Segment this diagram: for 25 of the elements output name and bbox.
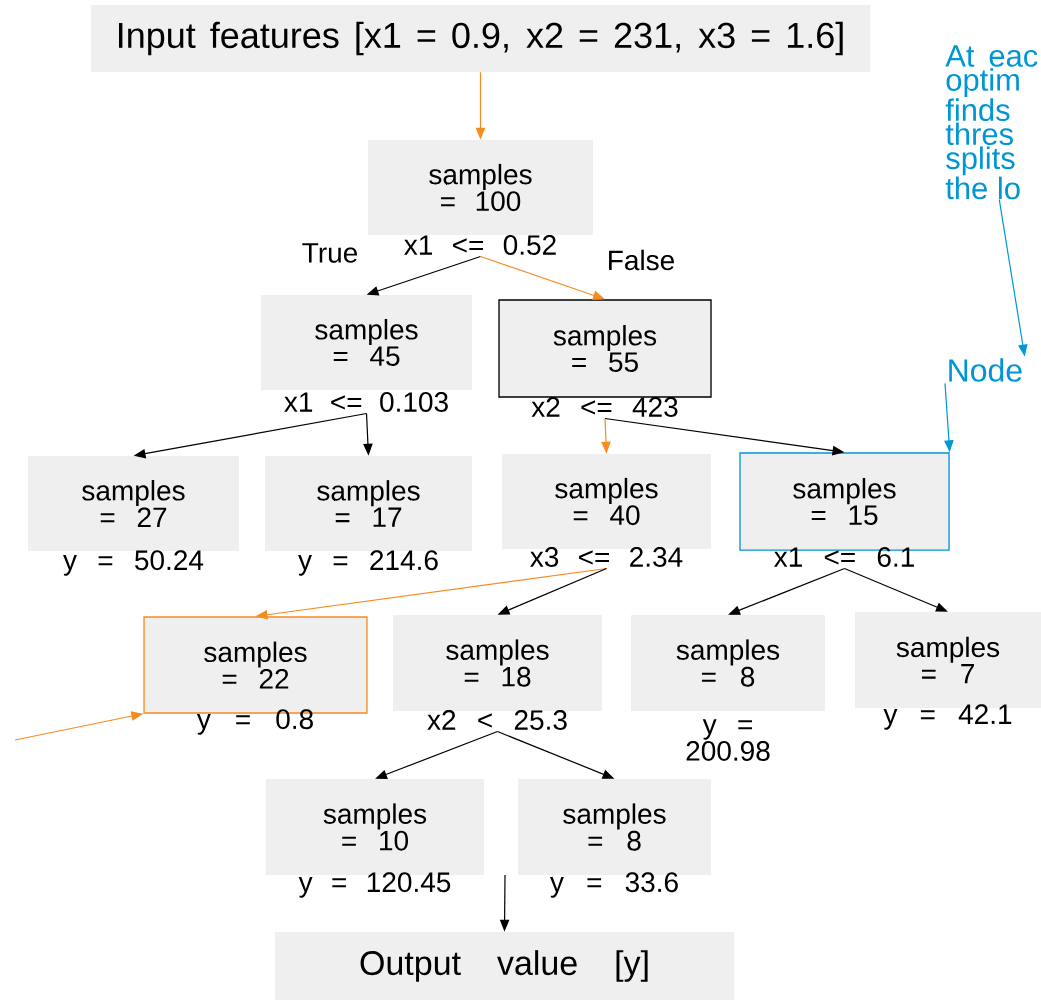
edge-label: True <box>302 243 358 263</box>
arrow <box>375 730 499 779</box>
annotation-text: At eac optim finds thres splits the lo <box>945 45 1038 200</box>
edge-label: False <box>609 249 674 271</box>
split-label: x2 < 25.3 <box>427 710 567 730</box>
tree-node-box: samples = 27 <box>28 456 239 551</box>
split-label: y = 50.24 <box>63 550 204 576</box>
arrow <box>479 255 605 300</box>
split-label: x2 <= 423 <box>531 397 678 417</box>
tree-node-box: samples = 45 <box>261 295 472 390</box>
tree-node-box: samples = 17 <box>265 456 472 551</box>
tree-node-box: samples = 8 <box>631 615 825 711</box>
split-label: x3 <= 2.34 <box>530 547 683 567</box>
feature-box: Output value [y] <box>275 932 734 1000</box>
split-label: y = 214.6 <box>298 550 438 576</box>
split-label: x1 <= 0.103 <box>284 392 448 412</box>
annotation-text: Node <box>949 358 1022 382</box>
arrow <box>728 567 846 615</box>
tree-node-box: samples = 18 <box>393 615 603 711</box>
split-label: x1 <= 0.52 <box>404 235 556 255</box>
tree-node-box: samples = 55 <box>498 299 712 398</box>
split-label: y = 200.98 <box>686 719 770 761</box>
arrow <box>843 567 948 612</box>
feature-box: Input features [x1 = 0.9, x2 = 231, x3 = 1.6] <box>91 5 870 72</box>
tree-node-box: samples = 100 <box>368 140 594 235</box>
